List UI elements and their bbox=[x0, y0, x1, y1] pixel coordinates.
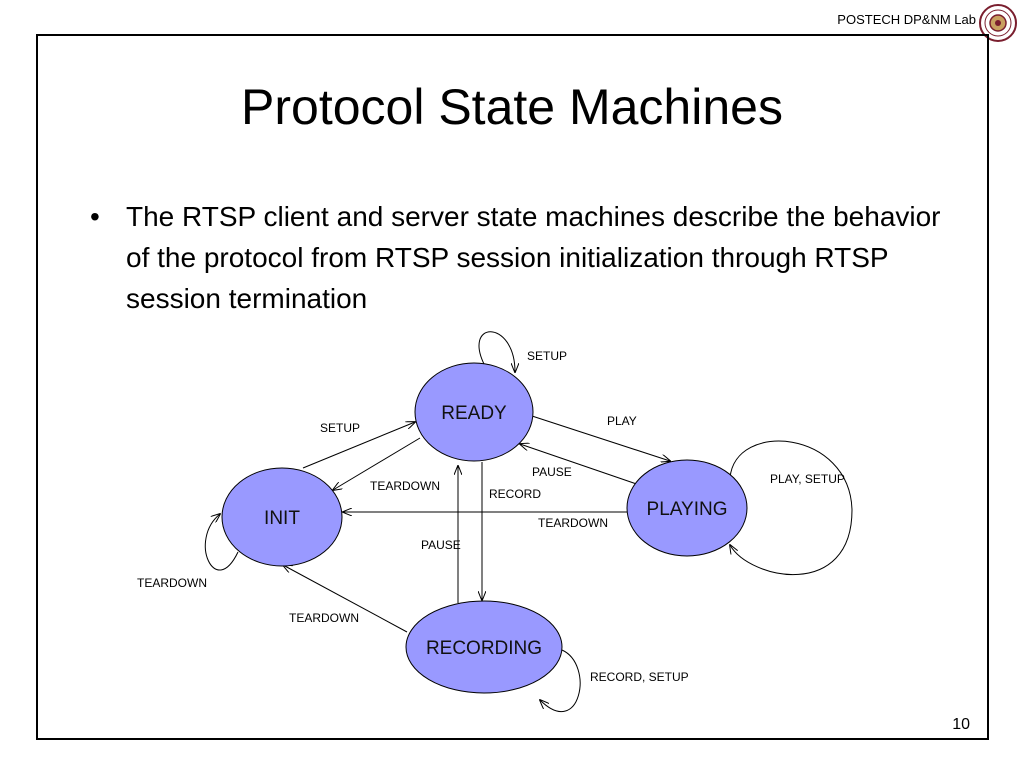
edge-recording-self bbox=[540, 649, 581, 713]
edge-init-self bbox=[204, 514, 239, 571]
slide-title: Protocol State Machines bbox=[241, 79, 783, 135]
bullet-text: The RTSP client and server state machine… bbox=[126, 201, 941, 314]
slide-frame bbox=[36, 34, 989, 740]
bullet-marker: • bbox=[90, 201, 100, 232]
edge-playing-self bbox=[730, 440, 853, 575]
edge-recording-to-init bbox=[283, 565, 408, 633]
label-playing-to-init: TEARDOWN bbox=[538, 516, 608, 530]
label-recording-to-init: TEARDOWN bbox=[289, 611, 359, 625]
label-init-to-ready: SETUP bbox=[320, 421, 360, 435]
edge-ready-self bbox=[478, 331, 515, 372]
state-recording bbox=[405, 600, 563, 694]
label-recording-to-ready: PAUSE bbox=[421, 538, 461, 552]
state-label-ready: READY bbox=[441, 403, 507, 424]
label-ready-to-playing: PLAY bbox=[607, 414, 637, 428]
edge-init-to-ready bbox=[302, 422, 415, 469]
edge-ready-to-init bbox=[333, 437, 421, 490]
state-label-playing: PLAYING bbox=[647, 499, 728, 520]
page-number: 10 bbox=[952, 716, 970, 733]
state-ready bbox=[414, 362, 534, 462]
edge-ready-to-playing bbox=[531, 415, 670, 461]
state-label-recording: RECORDING bbox=[426, 638, 542, 659]
label-init-self: TEARDOWN bbox=[137, 576, 207, 590]
label-recording-self: RECORD, SETUP bbox=[590, 670, 689, 684]
label-playing-to-ready: PAUSE bbox=[532, 465, 572, 479]
university-seal-icon bbox=[979, 4, 1017, 42]
state-playing bbox=[626, 459, 748, 557]
state-init bbox=[221, 467, 343, 567]
label-ready-self: SETUP bbox=[527, 349, 567, 363]
state-label-init: INIT bbox=[264, 508, 300, 529]
lab-name: POSTECH DP&NM Lab bbox=[837, 12, 976, 27]
edge-playing-to-ready bbox=[520, 444, 655, 491]
label-ready-to-init: TEARDOWN bbox=[370, 479, 440, 493]
bullet-item: • The RTSP client and server state machi… bbox=[90, 196, 950, 319]
label-ready-to-recording: RECORD bbox=[489, 487, 541, 501]
label-playing-self: PLAY, SETUP bbox=[770, 472, 845, 486]
